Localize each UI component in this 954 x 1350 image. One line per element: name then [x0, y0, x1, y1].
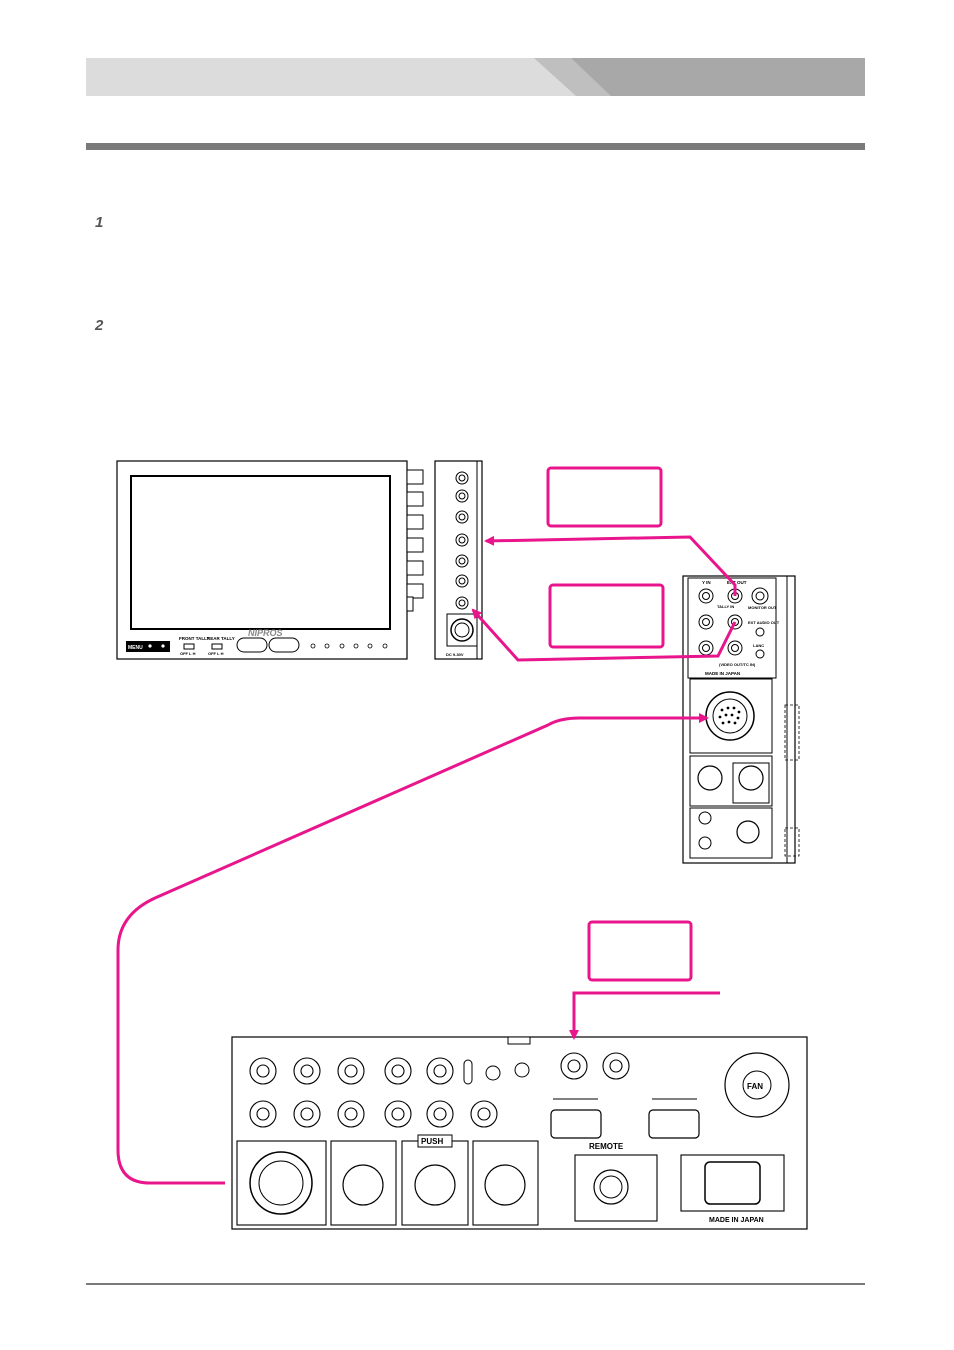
ccu-bnc-connectors: [249, 1052, 630, 1128]
adapter-bnc-connectors: [698, 587, 769, 659]
cable-ref-input: [569, 991, 720, 1040]
footer-rule: [86, 1283, 865, 1285]
ccu-made-in-label: MADE IN JAPAN: [709, 1217, 764, 1224]
fan-label: FAN: [747, 1082, 763, 1091]
push-label: PUSH: [421, 1137, 443, 1146]
ccu-rear-panel: FAN PUSH REMOTE MADE IN JAPAN: [231, 1036, 808, 1230]
y-in-label: Y IN: [702, 580, 711, 585]
section-rule: [86, 143, 865, 150]
tally-in-label: TALLY IN: [717, 604, 734, 609]
adapter-made-in-label: MADE IN JAPAN: [705, 671, 740, 676]
front-tally-positions: OFF L H: [180, 651, 196, 656]
brand-logo: NIPROS: [248, 628, 283, 638]
callout-box-3: [587, 920, 693, 982]
rear-tally-positions: OFF L H: [208, 651, 224, 656]
video-out-label: (VIDEO OUT/TC IN): [719, 662, 756, 667]
cables: [116, 535, 737, 1185]
menu-buttons: MENU: [126, 641, 170, 652]
step-number-1: 1: [95, 214, 104, 231]
callout-box-1: [546, 466, 663, 528]
monitor-bnc-connectors: [455, 471, 469, 610]
cable-main: [116, 713, 709, 1185]
monitor-rear-panel: DC 9-30V: [434, 460, 483, 660]
header-banner: [86, 58, 865, 96]
cable-tally: [471, 608, 737, 662]
camera-adapter: Y IN EXT OUT TALLY IN MONITOR OUT EXT AU…: [682, 575, 800, 864]
callout-box-2: [548, 583, 665, 649]
monitor-front: MENU FRONT TALLY REAR TALLY OFF L H OFF …: [116, 460, 424, 660]
rear-tally-label: REAR TALLY: [207, 636, 235, 641]
monitor-out-label: MONITOR OUT: [748, 605, 777, 610]
remote-label: REMOTE: [589, 1142, 624, 1151]
ext-audio-out-label: EXT AUDIO OUT: [748, 620, 780, 625]
dc-in-label: DC 9-30V: [446, 652, 464, 657]
menu-label: MENU: [128, 645, 143, 651]
step-number-2: 2: [95, 317, 104, 334]
ext-out-label: EXT OUT: [727, 580, 747, 585]
lanc-label: LANC: [753, 643, 764, 648]
front-tally-label: FRONT TALLY: [179, 636, 210, 641]
cable-video: [484, 535, 737, 596]
